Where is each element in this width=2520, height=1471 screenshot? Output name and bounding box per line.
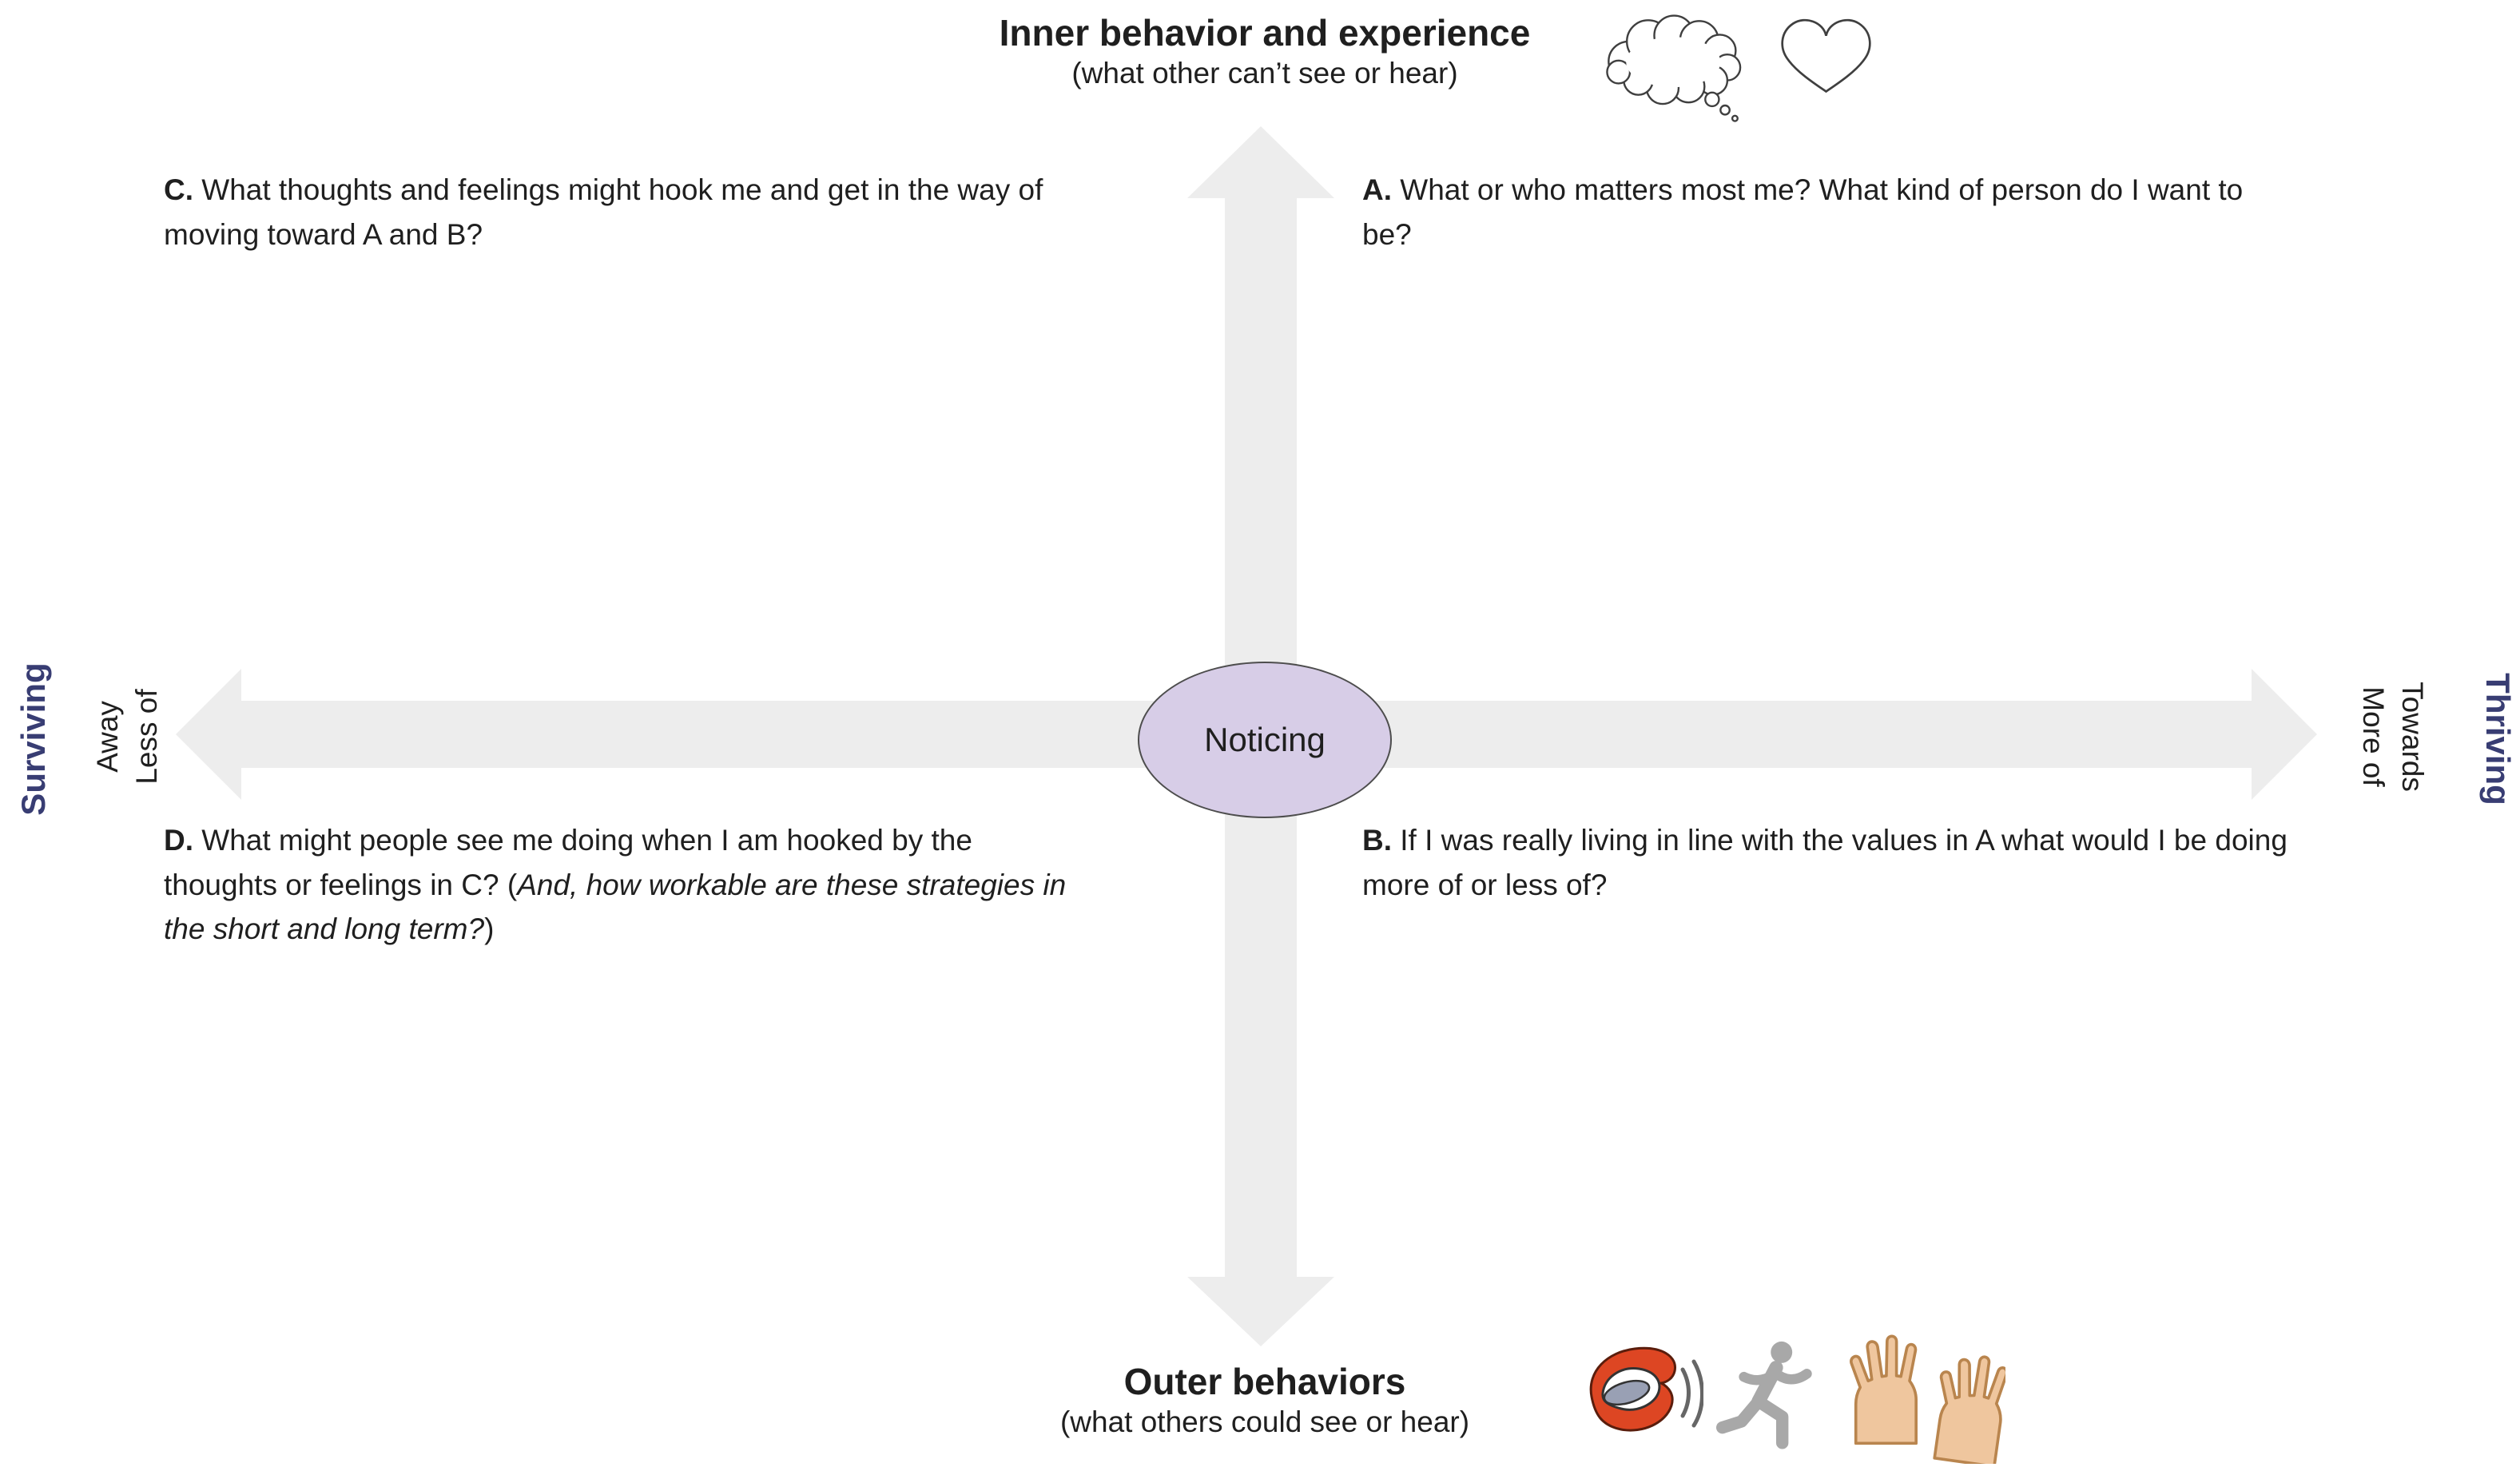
right-axis-direction: Towards More of: [2353, 682, 2431, 792]
left-axis-label-surviving: Surviving: [14, 662, 52, 816]
quadrant-b-text: B. If I was really living in line with t…: [1362, 818, 2305, 907]
bottom-axis-header: Outer behaviors (what others could see o…: [905, 1360, 1624, 1441]
quadrant-a-question: What or who matters most me? What kind o…: [1362, 173, 2244, 251]
quadrant-d-text: D. What might people see me doing when I…: [164, 818, 1091, 952]
top-axis-title: Inner behavior and experience: [999, 12, 1531, 54]
right-axis-label-thriving: Thriving: [2479, 673, 2517, 805]
left-axis-direction-less-of: Less of: [130, 689, 163, 785]
quadrant-b-letter: B.: [1362, 824, 1392, 857]
left-axis-direction-away: Away: [91, 701, 125, 773]
quadrant-a-letter: A.: [1362, 173, 1392, 206]
top-axis-subtitle: (what other can’t see or hear): [1071, 57, 1458, 90]
quadrant-d-question: What might people see me doing when I am…: [164, 824, 972, 901]
bottom-axis-title: Outer behaviors: [1123, 1361, 1406, 1402]
quadrant-c-text: C. What thoughts and feelings might hook…: [164, 168, 1083, 256]
thought-bubble-icon: [1606, 14, 1742, 122]
noticing-label: Noticing: [1204, 721, 1326, 758]
mouth-speaking-icon: [1589, 1346, 1703, 1432]
left-axis-direction: Away Less of: [89, 689, 167, 784]
raised-hands-icon: [1850, 1334, 2005, 1464]
running-person-icon: [1716, 1341, 1812, 1449]
bottom-axis-subtitle: (what others could see or hear): [1059, 1405, 1470, 1439]
noticing-ellipse: Noticing: [1138, 662, 1392, 818]
quadrant-c-letter: C.: [164, 173, 193, 206]
heart-icon: [1781, 18, 1871, 93]
right-axis-direction-towards: Towards: [2395, 682, 2429, 792]
quadrant-b-question: If I was really living in line with the …: [1362, 824, 2287, 901]
top-axis-header: Inner behavior and experience (what othe…: [905, 11, 1624, 92]
quadrant-a-text: A. What or who matters most me? What kin…: [1362, 168, 2257, 256]
quadrant-d-question-close: ): [484, 912, 495, 945]
right-axis-direction-more-of: More of: [2357, 686, 2390, 787]
quadrant-d-letter: D.: [164, 824, 193, 857]
quadrant-c-question: What thoughts and feelings might hook me…: [164, 173, 1043, 251]
quadrant-d-question-italic: And, how workable are these strategies i…: [164, 868, 1067, 946]
